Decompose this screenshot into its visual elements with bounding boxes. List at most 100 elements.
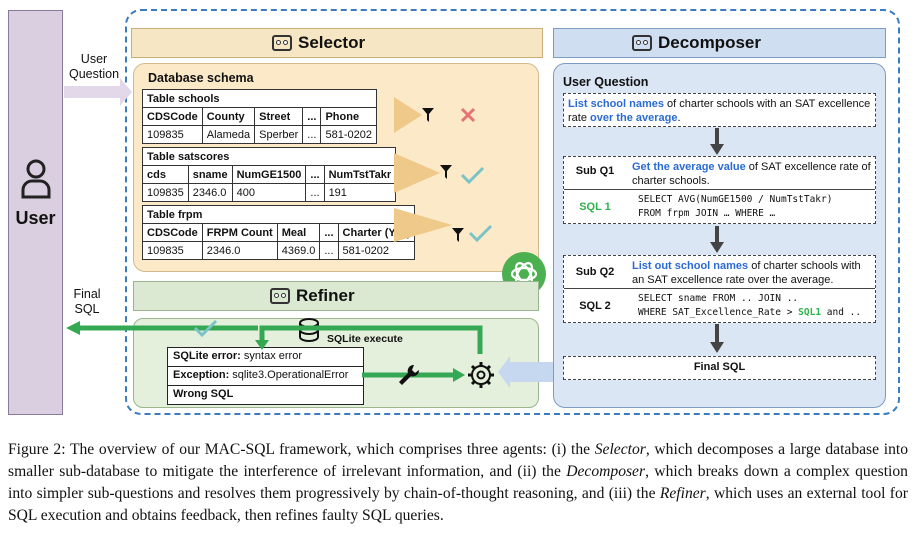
subq2-label: Sub Q2 [575,266,615,278]
final-sql-box: Final SQL [563,356,876,380]
divider [564,189,875,190]
user-question-arrow [64,78,132,106]
schema-title: Database schema [148,71,254,85]
subq1-text: Get the average value of SAT excellence … [632,160,872,188]
error-line: SQLite error: syntax error [168,348,363,367]
filter-icon [452,228,464,242]
caption-text: Figure 2: The overview of our MAC-SQL fr… [8,441,595,458]
robot-icon [270,288,290,304]
error-feedback-box: SQLite error: syntax error Exception: sq… [167,347,364,405]
cell: ... [305,183,325,202]
caption-text: , which uses an external tool for SQL ex… [8,485,908,524]
filter-icon [422,108,434,122]
cell: 109835 [142,241,203,260]
robot-icon [632,35,652,51]
filter-graphics [394,97,493,243]
database-icon [299,318,319,342]
col-header: County [201,107,256,126]
cell: 581-0202 [337,241,416,260]
error-key: SQLite error: [173,350,241,362]
sql1-code: SELECT AVG(NumGE1500 / NumTstTakr) FROM … [638,193,832,221]
decomposer-title: Decomposer [658,33,761,52]
robot-icon [272,35,292,51]
funnel-shape [394,97,422,133]
sql2-line: and .. [821,307,862,318]
error-line: Wrong SQL [173,388,234,400]
uq-highlight: over the average [590,112,678,124]
execute-loop-arrow [259,325,483,354]
down-arrow [710,128,724,155]
error-value: sqlite3.OperationalError [229,369,349,381]
user-question-box: List school names of charter schools wit… [563,93,876,127]
uq-highlight: List school names [568,98,664,110]
caption-text: , which breaks down a complex question i… [8,463,908,502]
user-icon [21,159,51,199]
cell: 4369.0 [276,241,321,260]
sub-question-2-box: Sub Q2 List out school names of charter … [563,255,876,323]
table-satscores: Table satscores cds sname NumGE1500 ... … [141,147,397,202]
col-header: CDSCode [142,107,203,126]
sql2-code: SELECT sname FROM .. JOIN .. WHERE SAT_E… [638,292,861,320]
sql1-line: SELECT AVG(NumGE1500 / NumTstTakr) [638,194,833,205]
funnel-shape [394,153,440,193]
refiner-header: Refiner [133,281,539,311]
cell: ... [302,125,322,144]
subq1-rest: of SAT excellence rate of charter school… [632,161,871,187]
wrench-icon [399,364,420,385]
cell: Alameda [201,125,256,144]
caption-text: , which decomposes a large database into… [8,441,908,480]
caption-term: Refiner [659,485,706,502]
sql1-label: SQL 1 [579,201,611,213]
funnel-shape [394,208,452,242]
col-header: NumGE1500 [231,165,307,184]
user-panel [8,10,63,415]
error-key: Exception: [173,369,230,381]
sql2-label: SQL 2 [579,300,611,312]
filter-icon [440,165,452,179]
cell: 581-0202 [320,125,377,144]
refiner-title: Refiner [296,286,355,305]
figure-caption: Figure 2: The overview of our MAC-SQL fr… [8,439,908,527]
caption-term: Selector [594,441,646,458]
uq-text: . [677,112,681,124]
selector-header: Selector [131,28,543,58]
cross-icon [460,107,476,123]
final-sql-label: Final SQL [73,287,101,316]
down-arrow [710,324,724,353]
user-question-title: User Question [563,75,649,89]
subq1-highlight: Get the average value [632,161,746,173]
cell: 109835 [142,183,189,202]
framework-frame [125,9,900,415]
decomposer-header: Decomposer [553,28,886,58]
table-frpm: Table frpm CDSCode FRPM Count Meal ... C… [141,205,416,260]
subq1-label: Sub Q1 [575,165,615,177]
table-name: Table satscores [141,147,397,166]
col-header: NumTstTakr [323,165,397,184]
subq2-rest: of charter schools with an SAT excellenc… [632,260,861,286]
caption-term: Decomposer [566,463,646,480]
selector-title: Selector [298,33,366,52]
table-schools: Table schools CDSCode County Street ... … [142,89,377,144]
cell: 2346.0 [201,241,278,260]
user-label: User [15,208,56,228]
check-icon [193,319,218,338]
check-icon [460,166,485,185]
sql2-line: SELECT sname FROM .. JOIN .. [638,293,799,304]
col-header: cds [142,165,189,184]
cell: 400 [231,183,307,202]
sqlite-execute-label: SQLite execute [327,333,403,345]
uq-text: of charter schools with an SAT excellenc… [568,98,871,124]
error-line: Exception: sqlite3.OperationalError [168,367,363,386]
col-header: CDSCode [142,223,203,242]
sub-question-1-box: Sub Q1 Get the average value of SAT exce… [563,156,876,224]
down-arrow [710,226,724,253]
check-icon [468,224,493,243]
subq2-highlight: List out school names [632,260,749,272]
cell: ... [319,241,339,260]
sql1-line: FROM frpm JOIN … WHERE … [638,208,776,219]
sql2-line: WHERE SAT_Excellence_Rate > [638,307,799,318]
error-value: syntax error [240,350,302,362]
divider [564,288,875,289]
flow-arrows [64,78,553,388]
subq2-text: List out school names of charter schools… [632,259,872,287]
